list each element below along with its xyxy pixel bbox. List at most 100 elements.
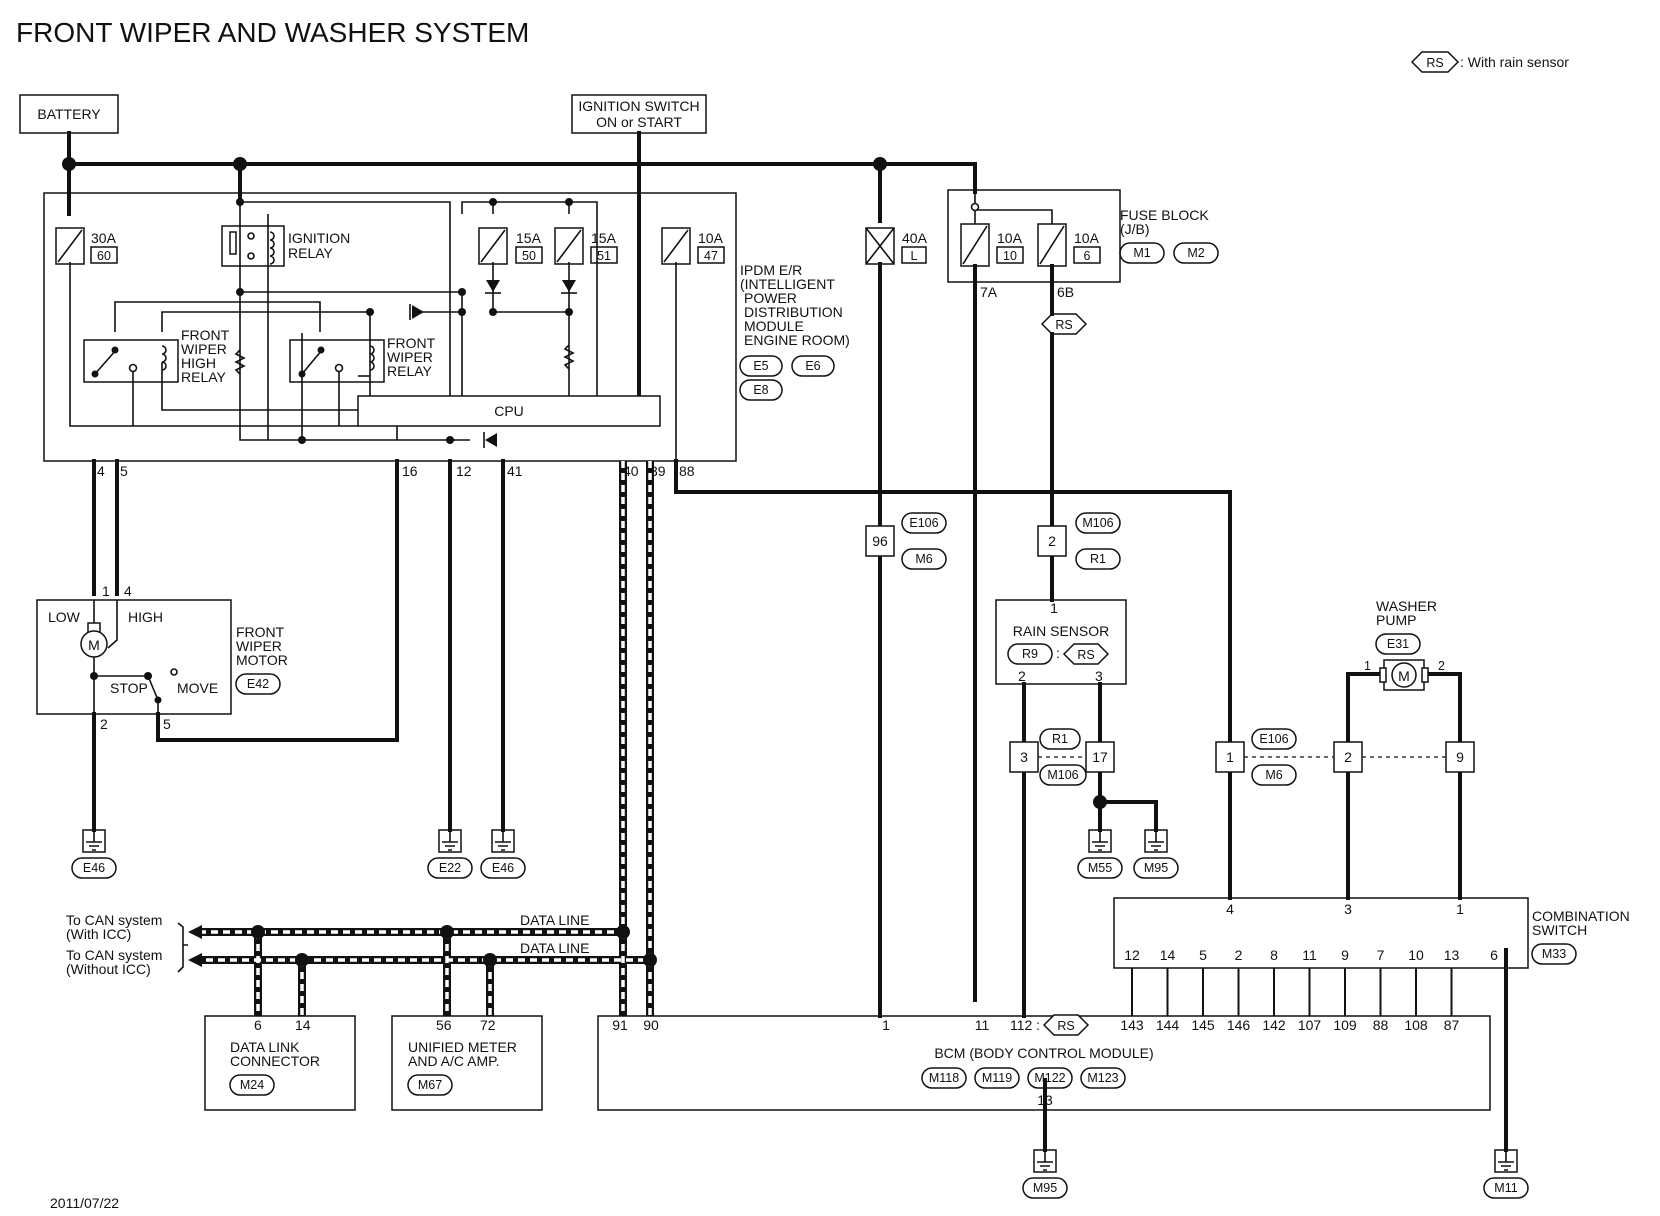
rain-sensor-label: RAIN SENSOR: [1013, 623, 1109, 639]
fuse-block-a-rating: 10A: [997, 230, 1023, 246]
washer-pump: WASHER PUMP E31 M 1 2: [1364, 598, 1445, 691]
dlc-pin: 6: [254, 1017, 262, 1033]
fuse-15a-a-rating: 15A: [516, 230, 542, 246]
ground-label: M95: [1144, 861, 1168, 875]
fuse-block-b-number: 6: [1084, 249, 1091, 263]
rain-sensor-connector: R9: [1022, 647, 1038, 661]
combination-switch-pin: 9: [1341, 947, 1349, 963]
bcm-pin: 87: [1444, 1017, 1460, 1033]
fuse-block-label-1: FUSE BLOCK: [1120, 207, 1209, 223]
can-line1-dest: (With ICC): [66, 926, 131, 942]
wiper-relay-line3: RELAY: [387, 363, 433, 379]
ignition-switch-line1: IGNITION SWITCH: [578, 98, 699, 114]
wiper-relay-line2: WIPER: [387, 349, 433, 365]
can-line2-dest: (Without ICC): [66, 961, 151, 977]
high-relay-line2: WIPER: [181, 341, 227, 357]
fuse-30a-rating: 30A: [91, 230, 117, 246]
rain-sensor: 1 RAIN SENSOR R9 : RS 2 3: [995, 599, 1127, 685]
motor-icon: [1391, 662, 1417, 688]
unified-meter-connector: M67: [418, 1078, 442, 1092]
can-line2-label: DATA LINE: [520, 940, 590, 956]
washer-pump-connector: E31: [1387, 637, 1409, 651]
wiper-motor-symbol: M: [88, 637, 100, 653]
fusible-link-number: L: [911, 249, 918, 263]
ignition-relay: IGNITION RELAY: [221, 225, 350, 267]
unified-meter: 56 72 UNIFIED METER AND A/C AMP. M67: [391, 1015, 543, 1111]
unified-meter-pin: 72: [480, 1017, 496, 1033]
ground-icon: M95: [1133, 829, 1179, 879]
ground-label: M55: [1088, 861, 1112, 875]
junction-2: 2 M106 R1: [1037, 512, 1121, 570]
bcm-pin: 11: [975, 1017, 990, 1033]
junction-96: 96 E106 M6: [865, 512, 947, 570]
combination-switch-pin: 1: [1456, 901, 1464, 917]
diode-icon: [409, 280, 577, 448]
wiper-motor-low: LOW: [48, 609, 81, 625]
ipdm-connector-e5: E5: [753, 359, 768, 373]
diagram-title: FRONT WIPER AND WASHER SYSTEM: [16, 17, 529, 48]
fuse-block-pin-6b: 6B: [1057, 284, 1074, 300]
rain-sensor-colon: :: [1056, 645, 1060, 661]
wiper-motor-connector: E42: [247, 677, 269, 691]
ground-label: M95: [1033, 1181, 1057, 1195]
high-relay-line4: RELAY: [181, 369, 227, 385]
combination-switch-pin: 2: [1235, 947, 1243, 963]
washer-pump-label: PUMP: [1376, 612, 1416, 628]
rain-sensor-rs: RS: [1077, 648, 1094, 662]
front-wiper-high-relay: FRONT WIPER HIGH RELAY: [83, 327, 230, 385]
combination-switch-pin: 14: [1160, 947, 1176, 963]
wiper-motor-pin: 5: [163, 716, 171, 732]
battery-bus: [62, 131, 977, 223]
bcm-pin: 90: [643, 1017, 659, 1033]
combination-switch-pin: 13: [1444, 947, 1460, 963]
fuse-10a-number: 47: [704, 249, 718, 263]
ground-icon: M95: [1022, 1149, 1068, 1199]
bcm-rs-tag: RS: [1057, 1019, 1074, 1033]
bcm-pin: 142: [1262, 1017, 1286, 1033]
data-link-connector: 6 14 DATA LINK CONNECTOR M24: [204, 1015, 356, 1111]
ipdm-connector-e6: E6: [805, 359, 820, 373]
junction-3-17: 3 17 R1 M106: [1009, 728, 1115, 786]
combination-switch-label: SWITCH: [1532, 922, 1587, 938]
combination-switch-pin: 4: [1226, 901, 1234, 917]
dlc-label: CONNECTOR: [230, 1053, 320, 1069]
fuse-15a-b-number: 51: [597, 249, 611, 263]
can-line1-label: DATA LINE: [520, 912, 590, 928]
rain-sensor-pin: 1: [1050, 600, 1058, 616]
bcm-pin: 145: [1191, 1017, 1215, 1033]
bcm-connector: M119: [982, 1071, 1012, 1085]
bcm-pin-112: 112: [1010, 1017, 1033, 1033]
bcm-connector: M122: [1034, 1071, 1065, 1085]
ipdm-er: 30A 60 15A 50 15A 51 10A 47: [43, 192, 850, 479]
fuse-10a-47: 10A 47: [661, 227, 725, 265]
fuse-block-connector-m1: M1: [1133, 246, 1150, 260]
junction-pin: 3: [1020, 749, 1028, 765]
front-wiper-relay: FRONT WIPER RELAY: [289, 335, 436, 383]
bcm-pin: 146: [1227, 1017, 1251, 1033]
cpu: CPU: [357, 395, 661, 427]
junction-connector: R1: [1052, 732, 1068, 746]
rain-sensor-pin: 3: [1095, 668, 1103, 684]
junction-2-pin: 2: [1048, 533, 1056, 549]
ipdm-pin: 16: [402, 463, 418, 479]
fuse-block-pin-7a: 7A: [980, 284, 998, 300]
wiper-motor-label: WIPER: [236, 638, 282, 654]
bcm-pin: 143: [1120, 1017, 1144, 1033]
junction-pin: 2: [1344, 749, 1352, 765]
ground-label: E22: [439, 861, 461, 875]
ipdm-connector-e8: E8: [753, 383, 768, 397]
diagram-date: 2011/07/22: [50, 1195, 119, 1211]
bcm-pin: 108: [1404, 1017, 1428, 1033]
junction-2-connector: R1: [1090, 552, 1106, 566]
bcm-pin-colon: :: [1036, 1017, 1040, 1033]
ignition-switch-line2: ON or START: [596, 114, 682, 130]
fusible-link-rating: 40A: [902, 230, 928, 246]
combination-switch-pin: 10: [1408, 947, 1424, 963]
ipdm-label-2: (INTELLIGENT: [740, 276, 835, 292]
fuse-block-a-number: 10: [1003, 249, 1017, 263]
resistor-icon: [563, 344, 575, 370]
